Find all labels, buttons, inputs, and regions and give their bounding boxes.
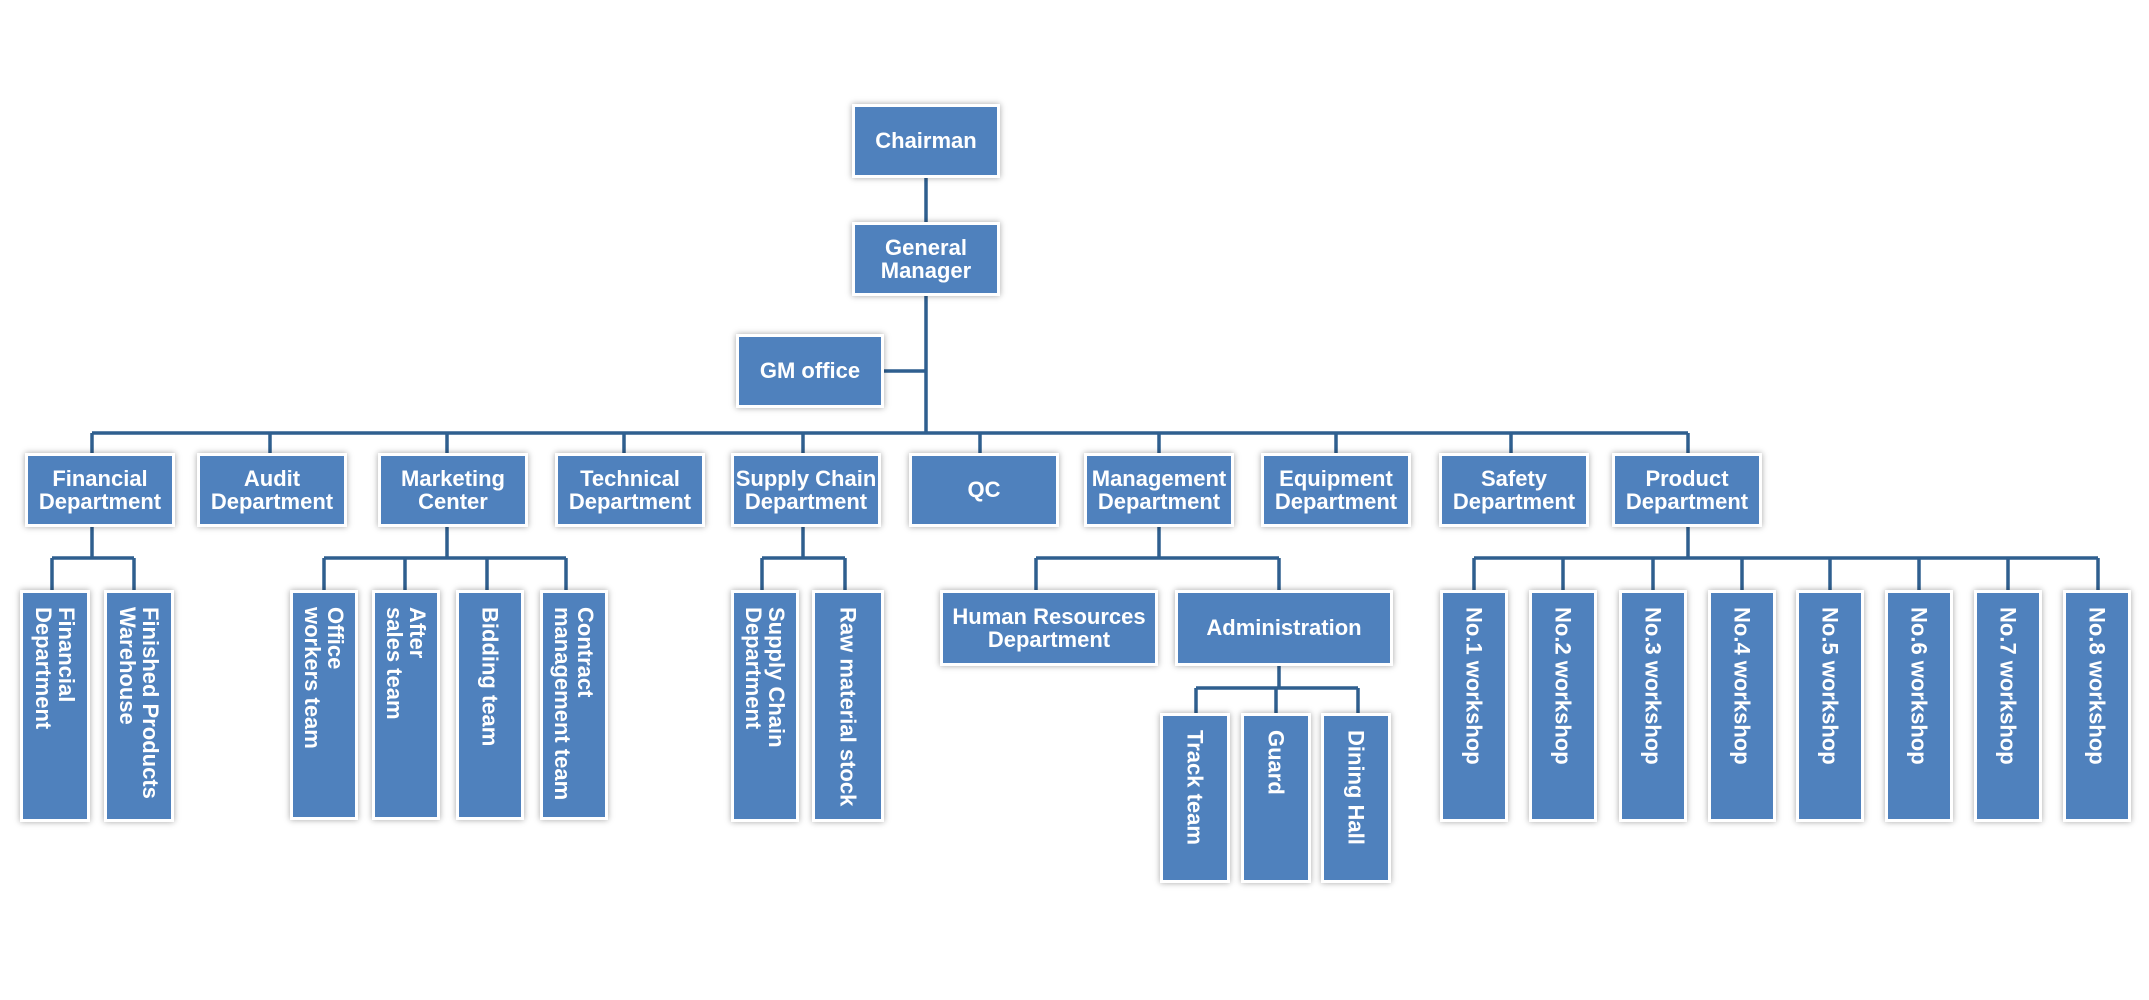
node-track-team: Track team <box>1160 713 1230 883</box>
node-financial-department: Financial Department <box>25 453 175 527</box>
node-audit-department: Audit Department <box>197 453 347 527</box>
node-qc: QC <box>909 453 1059 527</box>
node-no3-workshop: No.3 workshop <box>1619 590 1687 822</box>
node-office-workers-team: Office workers team <box>290 590 358 820</box>
node-no6-workshop: No.6 workshop <box>1885 590 1953 822</box>
node-human-resources-department: Human Resources Department <box>940 590 1158 666</box>
node-no7-workshop: No.7 workshop <box>1974 590 2042 822</box>
node-guard: Guard <box>1241 713 1311 883</box>
node-technical-department: Technical Department <box>555 453 705 527</box>
node-financial-sub-department: Financial Department <box>20 590 90 822</box>
node-chairman: Chairman <box>852 104 1000 178</box>
node-supply-chain-sub-department: Supply Chain Department <box>731 590 799 822</box>
node-product-department: Product Department <box>1612 453 1762 527</box>
node-no1-workshop: No.1 workshop <box>1440 590 1508 822</box>
node-general-manager: General Manager <box>852 222 1000 296</box>
node-bidding-team: Bidding team <box>456 590 524 820</box>
node-marketing-center: Marketing Center <box>378 453 528 527</box>
node-gm-office: GM office <box>736 334 884 408</box>
node-raw-material-stock: Raw material stock <box>812 590 884 822</box>
node-safety-department: Safety Department <box>1439 453 1589 527</box>
node-after-sales-team: After sales team <box>372 590 440 820</box>
node-dining-hall: Dining Hall <box>1321 713 1391 883</box>
node-equipment-department: Equipment Department <box>1261 453 1411 527</box>
node-no5-workshop: No.5 workshop <box>1796 590 1864 822</box>
node-supply-chain-department: Supply Chain Department <box>731 453 881 527</box>
node-no2-workshop: No.2 workshop <box>1529 590 1597 822</box>
node-management-department: Management Department <box>1084 453 1234 527</box>
node-finished-products-warehouse: Finished Products Warehouse <box>104 590 174 822</box>
node-no8-workshop: No.8 workshop <box>2063 590 2131 822</box>
node-contract-management-team: Contract management team <box>540 590 608 820</box>
node-no4-workshop: No.4 workshop <box>1708 590 1776 822</box>
node-administration: Administration <box>1175 590 1393 666</box>
